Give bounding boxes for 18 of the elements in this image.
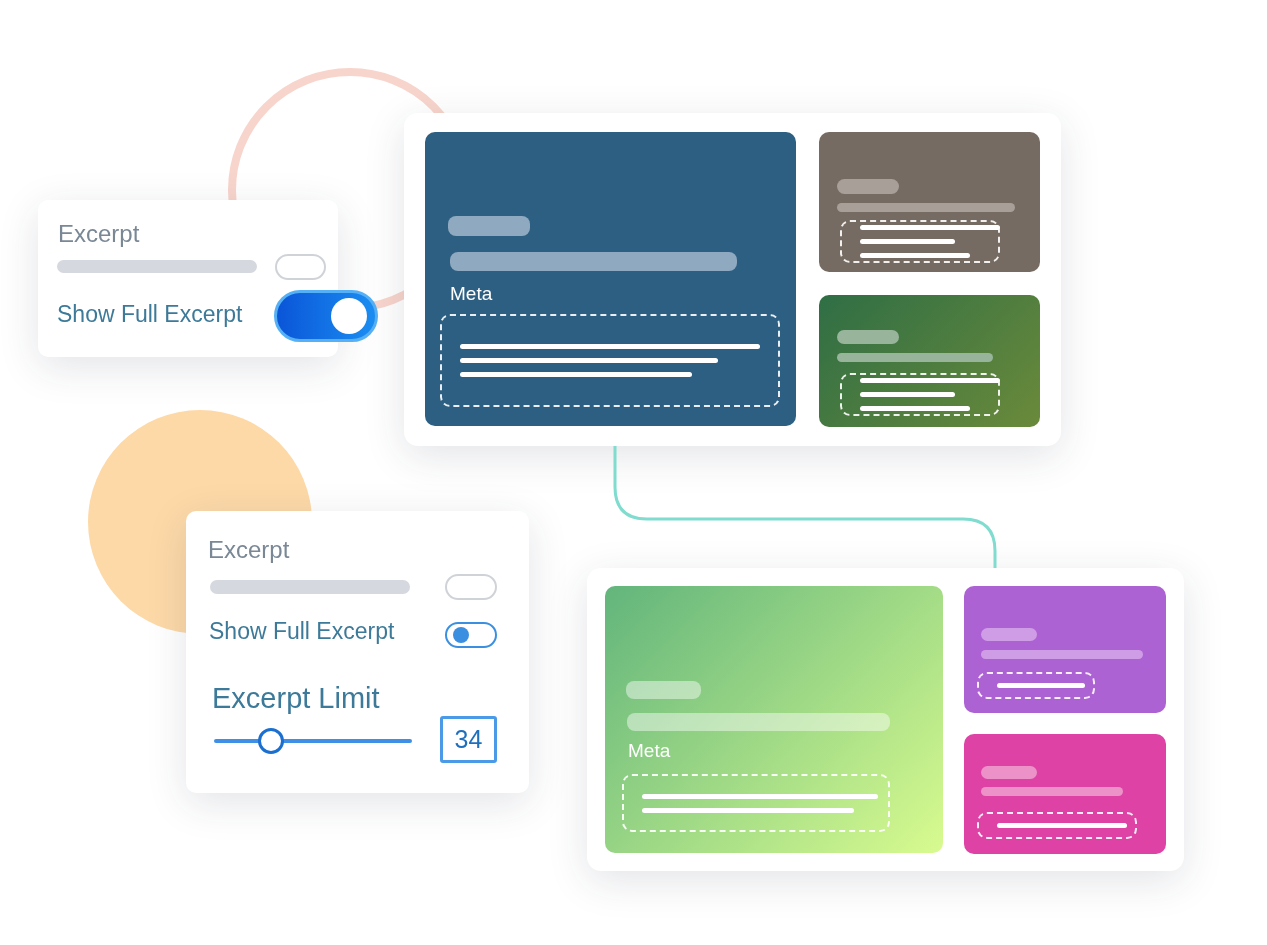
toggle-label: Show Full Excerpt	[57, 301, 243, 329]
section-heading: Excerpt	[58, 220, 140, 249]
meta-label: Meta	[628, 740, 671, 763]
connector-line	[613, 446, 997, 568]
post-card	[964, 734, 1166, 854]
feature-card	[605, 586, 943, 853]
card-grid	[404, 113, 1061, 446]
feature-card	[425, 132, 796, 426]
meta-label: Meta	[450, 283, 493, 306]
post-card	[819, 295, 1040, 427]
card-grid	[587, 568, 1184, 871]
slider-label: Excerpt Limit	[212, 681, 380, 716]
number-field: 34	[440, 716, 497, 763]
toggle-label: Show Full Excerpt	[209, 618, 395, 646]
section-heading: Excerpt	[208, 536, 290, 565]
post-card	[819, 132, 1040, 272]
settings-panel	[186, 511, 529, 793]
post-card	[964, 586, 1166, 713]
